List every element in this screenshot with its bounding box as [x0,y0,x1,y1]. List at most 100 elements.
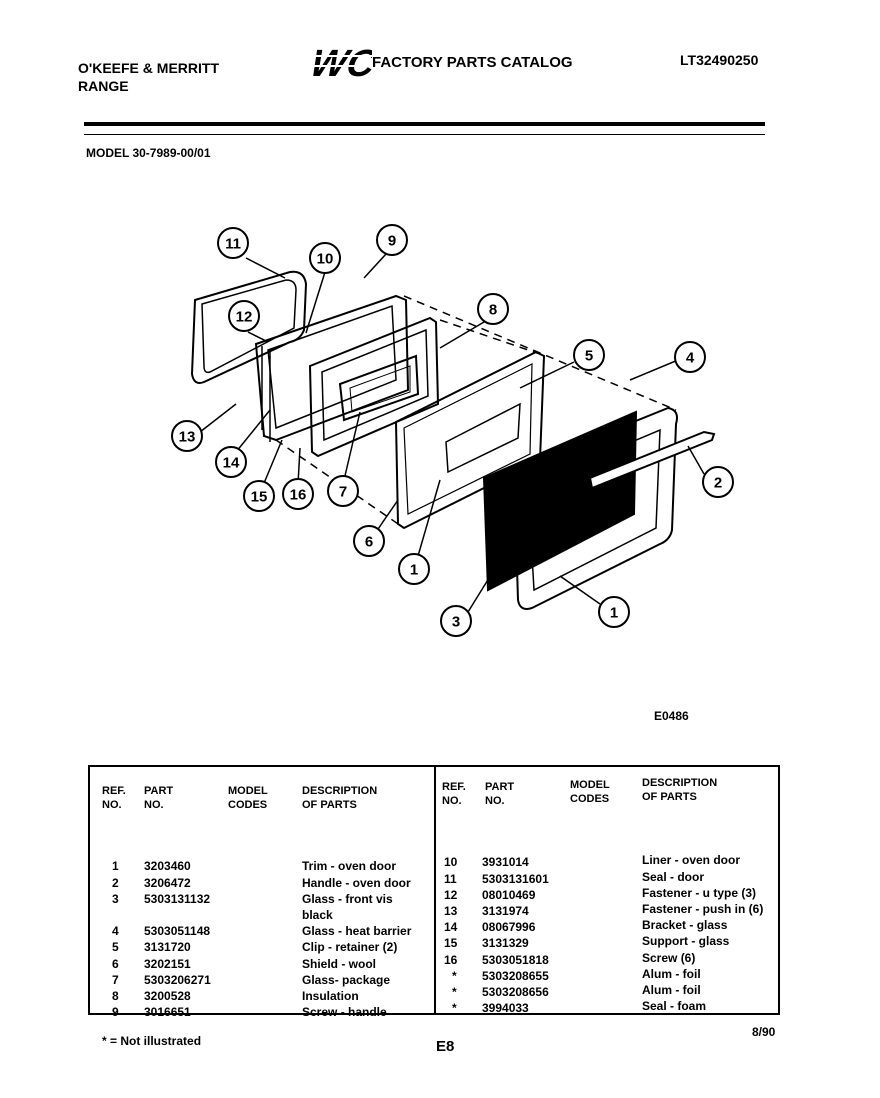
table-cell: 3200528 [144,989,191,1004]
table-cell: 3016651 [144,1005,191,1020]
callout-12: 12 [236,309,253,326]
table-cell: Insulation [302,989,359,1004]
callout-10: 10 [317,251,334,268]
table-cell: * [452,968,457,983]
table-cell: 5303206271 [144,972,211,987]
table-cell: 3202151 [144,956,191,971]
callout-4: 4 [686,350,695,367]
table-cell: 13 [444,904,458,919]
front-glass-trim [512,406,678,610]
callout-15: 15 [251,489,268,506]
callout-14: 14 [223,455,240,472]
header-rule-thin [84,134,765,135]
catalog-title: FACTORY PARTS CATALOG [372,54,573,71]
product-type: RANGE [78,78,129,94]
table-cell: 3131974 [482,904,529,919]
table-cell: Glass - heat barrier [302,924,412,939]
callout-9: 9 [388,233,396,250]
table-cell: 3203460 [144,859,191,874]
callout-11: 11 [225,236,241,253]
table-cell: Seal - foam [642,999,707,1014]
callout-2: 2 [714,475,722,492]
table-cell: Seal - door [642,869,705,884]
callout-1b: 1 [610,605,618,622]
table-divider [434,765,436,1015]
table-cell: 08010469 [482,887,536,902]
table-cell: 2 [112,875,119,890]
callout-13: 13 [179,429,196,446]
table-cell: 3131720 [144,940,191,955]
table-cell: 16 [444,952,458,967]
table-cell: Shield - wool [302,956,376,971]
table-cell [112,907,119,923]
table-cell: 8 [112,989,119,1004]
header-ref-left: REF.NO. [102,785,126,811]
table-cell: 5303131601 [482,871,549,886]
callout-3: 3 [452,614,460,631]
table-cell: 08067996 [482,920,536,935]
glass-window [338,354,420,422]
catalog-number: LT32490250 [680,52,759,68]
table-cell: 12 [444,887,458,902]
table-cell: 4 [112,924,119,939]
table-cell: 5303051818 [482,952,549,967]
callout-6: 6 [365,534,373,551]
header-ref-right: REF.NO. [442,781,466,807]
table-cell: 6 [112,956,119,971]
table-cell: 3994033 [482,1001,529,1016]
table-cell: Fastener - push in (6) [642,902,764,917]
model-number: MODEL 30-7989-00/01 [86,146,211,160]
table-cell: 1 [112,859,119,874]
table-cell: Alum - foil [642,983,701,998]
table-cell: 5303131132 [144,891,211,906]
door-handle [588,430,716,490]
table-cell: 15 [444,936,458,951]
table-cell: Support - glass [642,934,730,949]
table-cell: Clip - retainer (2) [302,940,398,955]
table-cell: Liner - oven door [642,853,741,868]
table-cell: 9 [112,1005,119,1020]
table-cell: * [452,1001,457,1016]
table-cell: * [452,985,457,1000]
table-cell: 5303208655 [482,968,549,983]
table-cell: 10 [444,855,458,870]
table-cell: 3131329 [482,936,529,951]
brand-name: O'KEEFE & MERRITT [78,60,219,76]
page-number: E8 [436,1038,455,1055]
callout-7: 7 [339,484,347,501]
table-cell: Bracket - glass [642,918,728,933]
table-cell: Trim - oven door [302,859,397,874]
table-cell: 5303208656 [482,985,549,1000]
table-cell: black [302,908,333,923]
glass-package [308,316,440,458]
table-cell [144,907,211,923]
callout-8: 8 [489,302,497,319]
table-cell: Glass- package [302,972,391,987]
liner-panel [254,294,410,442]
table-cell: 14 [444,920,458,935]
callout-5: 5 [585,348,593,365]
table-cell: 5 [112,940,119,955]
table-cell: Alum - foil [642,966,701,981]
table-cell: Glass - front vis [302,891,393,906]
table-cell: 3206472 [144,875,191,890]
table-cell: 11 [444,871,457,886]
table-cell: 5303051148 [144,924,211,939]
figure-code: E0486 [654,709,689,723]
revision-date: 8/90 [752,1025,776,1039]
callout-1a: 1 [410,562,418,579]
callout-16: 16 [290,487,307,504]
table-cell: 3931014 [482,855,529,870]
seal-gasket [190,270,308,384]
